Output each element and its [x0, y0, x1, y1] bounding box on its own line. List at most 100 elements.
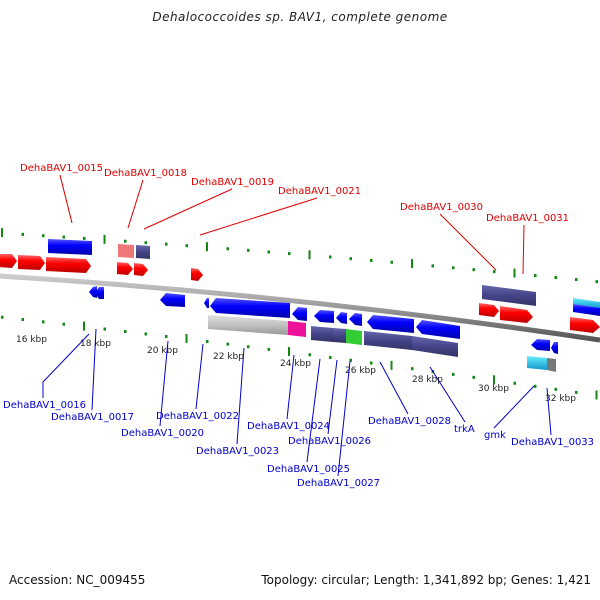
gene-label-reverse[interactable]: DehaBAV1_0026 — [288, 436, 371, 447]
forward-features — [0, 239, 600, 333]
minor-tick — [62, 322, 65, 326]
minor-tick — [124, 239, 127, 243]
scale-label: 16 kbp — [16, 335, 47, 345]
minor-tick — [42, 234, 45, 238]
callout-line — [546, 387, 552, 436]
gene-label-reverse[interactable]: gmk — [484, 430, 506, 441]
cds-reverse[interactable] — [89, 286, 97, 298]
minor-tick — [83, 236, 86, 240]
cds-reverse[interactable] — [551, 342, 558, 354]
cds-forward[interactable] — [570, 317, 600, 333]
gene-label-reverse[interactable]: DehaBAV1_0016 — [3, 400, 86, 411]
gray-block-0023[interactable] — [208, 315, 288, 335]
gene-label-forward[interactable]: DehaBAV1_0031 — [486, 213, 569, 224]
minor-tick — [452, 266, 455, 270]
gene-label-reverse[interactable]: DehaBAV1_0033 — [511, 437, 594, 448]
minor-tick — [554, 387, 557, 391]
cds-reverse[interactable] — [349, 313, 362, 326]
major-tick — [83, 321, 85, 331]
cyan-block[interactable] — [573, 298, 600, 308]
cds-reverse[interactable] — [160, 293, 185, 307]
callout-line — [286, 354, 295, 420]
minor-tick — [575, 278, 578, 282]
cds-reverse[interactable] — [204, 298, 209, 308]
genome-backbone — [0, 273, 600, 343]
rna-block-0019[interactable] — [136, 245, 150, 259]
rna-block-0015[interactable] — [48, 239, 92, 255]
minor-tick — [349, 257, 352, 261]
rna-block-0026[interactable] — [333, 328, 346, 343]
gene-label-reverse[interactable]: DehaBAV1_0024 — [247, 421, 330, 432]
gene-label-forward[interactable]: DehaBAV1_0021 — [278, 186, 361, 197]
cds-reverse[interactable] — [367, 315, 414, 333]
gene-label-reverse[interactable]: DehaBAV1_0025 — [267, 464, 350, 475]
callout-line — [379, 361, 409, 415]
reverse-features — [89, 286, 558, 372]
minor-tick — [349, 358, 352, 362]
gene-label-reverse[interactable]: trkA — [454, 424, 475, 435]
gray-block-0033[interactable] — [547, 358, 556, 372]
cds-forward[interactable] — [191, 268, 203, 281]
minor-tick — [165, 242, 168, 246]
rna-block-0030[interactable] — [482, 285, 536, 306]
scale-label: 30 kbp — [478, 384, 509, 394]
map-title: Dehalococcoides sp. BAV1, complete genom… — [152, 10, 448, 24]
gene-label-reverse[interactable]: DehaBAV1_0023 — [196, 446, 279, 457]
minor-tick — [185, 244, 188, 248]
minor-tick — [575, 390, 578, 394]
minor-tick — [554, 276, 557, 280]
cds-forward[interactable] — [0, 254, 17, 268]
minor-tick — [308, 353, 311, 357]
cds-reverse[interactable] — [416, 320, 460, 339]
gene-label-reverse[interactable]: DehaBAV1_0017 — [51, 412, 134, 423]
gene-label-reverse[interactable]: DehaBAV1_0020 — [121, 428, 204, 439]
rna-block-0025[interactable] — [311, 326, 333, 342]
scale-label: 32 kbp — [545, 394, 576, 404]
minor-tick — [103, 327, 106, 331]
cds-forward[interactable] — [18, 255, 45, 270]
minor-tick — [390, 260, 393, 264]
cds-reverse[interactable] — [531, 339, 550, 351]
rna-block-trkA[interactable] — [412, 336, 458, 357]
cyan-block-gmk[interactable] — [527, 356, 547, 370]
major-tick — [206, 242, 208, 252]
cds-forward[interactable] — [117, 262, 133, 275]
major-tick — [493, 375, 495, 385]
green-block-0027[interactable] — [346, 329, 362, 345]
gene-label-forward[interactable]: DehaBAV1_0015 — [20, 163, 103, 174]
cds-reverse[interactable] — [336, 312, 347, 324]
callout-line — [327, 359, 338, 435]
cds-reverse[interactable] — [314, 310, 334, 323]
minor-tick — [472, 375, 475, 379]
cds-reverse[interactable] — [95, 287, 104, 299]
minor-tick — [472, 268, 475, 272]
gene-label-forward[interactable]: DehaBAV1_0018 — [104, 168, 187, 179]
cds-forward[interactable] — [479, 303, 499, 317]
cds-forward[interactable] — [134, 263, 148, 276]
scale-label: 26 kbp — [345, 366, 376, 376]
callout-line — [159, 340, 169, 427]
accession-label: Accession: NC_009455 — [9, 573, 146, 587]
callout-line — [493, 385, 535, 429]
callout-line — [522, 224, 525, 275]
cds-forward[interactable] — [500, 306, 533, 323]
magenta-block-0024[interactable] — [288, 321, 306, 337]
rna-block-0028[interactable] — [364, 331, 412, 350]
callout-line — [91, 328, 97, 411]
rna-block-0018[interactable] — [118, 244, 134, 258]
rna-block[interactable] — [573, 304, 600, 316]
gene-label-forward[interactable]: DehaBAV1_0019 — [191, 177, 274, 188]
minor-tick — [267, 347, 270, 351]
gene-label-forward[interactable]: DehaBAV1_0030 — [400, 202, 483, 213]
genome-summary: Topology: circular; Length: 1,341,892 bp… — [261, 573, 591, 587]
gene-label-reverse[interactable]: DehaBAV1_0022 — [156, 411, 239, 422]
cds-reverse[interactable] — [210, 298, 290, 318]
callout-line — [195, 343, 204, 410]
gene-label-reverse[interactable]: DehaBAV1_0028 — [368, 416, 451, 427]
major-tick — [390, 360, 393, 370]
cds-reverse[interactable] — [292, 307, 307, 321]
callout-line — [337, 360, 351, 477]
gene-label-reverse[interactable]: DehaBAV1_0027 — [297, 478, 380, 489]
cds-forward[interactable] — [46, 257, 91, 273]
